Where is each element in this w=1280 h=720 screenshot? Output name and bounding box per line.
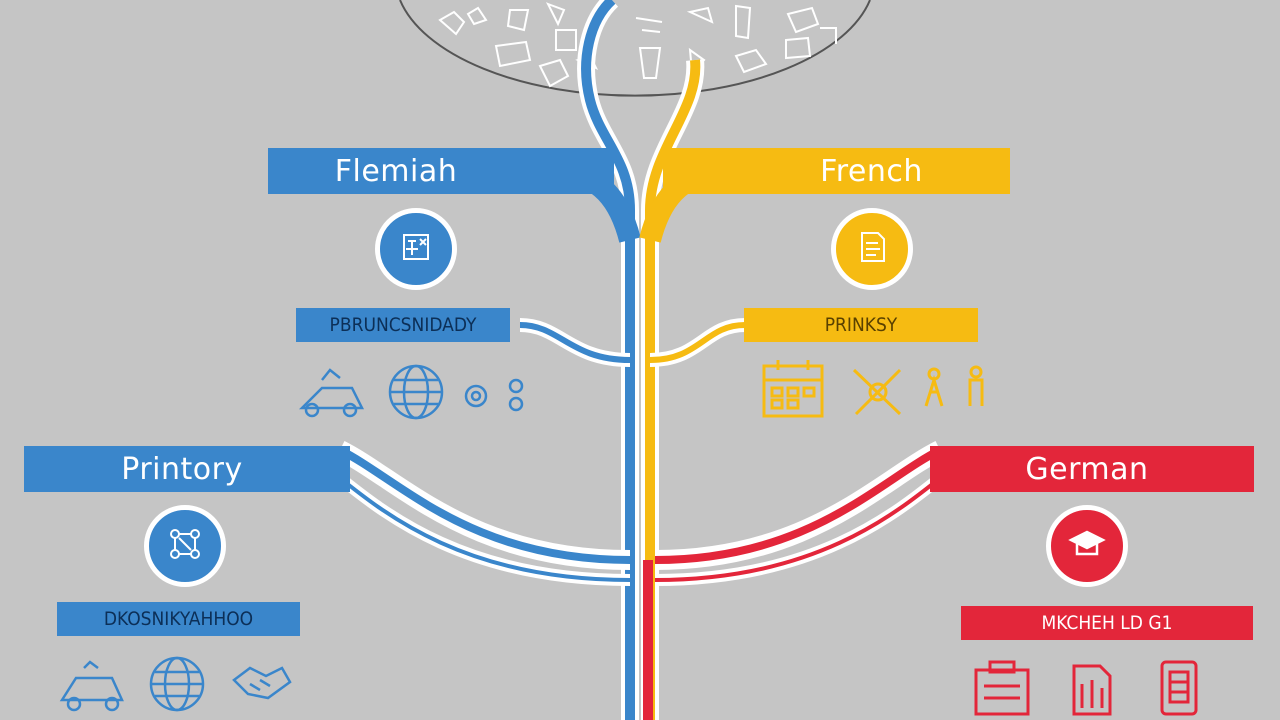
branch-label-bottom-left: Printory <box>121 451 243 487</box>
top-globe <box>399 0 871 97</box>
branch-line-bottom-left <box>326 441 631 586</box>
branch-label-top-left: Flemiah <box>334 153 458 189</box>
globe-icon <box>149 656 205 712</box>
sub-label-bottom-right: MKCHEH LD G1 <box>1041 612 1173 634</box>
handshake-icon <box>232 666 292 700</box>
vehicle-icon <box>298 368 365 418</box>
branch-banner-top-left: Flemiah <box>268 148 614 194</box>
document-icon <box>852 227 892 271</box>
document-icon <box>1072 664 1112 716</box>
vehicle-icon <box>59 660 124 712</box>
badge-top-left <box>375 208 457 290</box>
network-icon <box>163 522 207 570</box>
sub-label-bar-top-right: PRINKSY <box>744 308 978 342</box>
sub-label-top-right: PRINKSY <box>824 314 898 336</box>
mini-symbols-icon <box>464 378 524 412</box>
sub-label-bottom-left: DKOSNIKYAHHOO <box>103 608 254 630</box>
translation-icon <box>396 227 436 271</box>
bottom-right-icon-row <box>974 660 1198 716</box>
globe-icon <box>388 364 444 420</box>
branch-banner-bottom-left: Printory <box>24 446 350 492</box>
badge-top-right <box>831 208 913 290</box>
top-right-icon-row <box>762 360 984 418</box>
sub-label-bar-bottom-left: DKOSNIKYAHHOO <box>57 602 300 636</box>
sub-label-top-left: PBRUNCSNIDADY <box>329 314 477 336</box>
calendar-icon <box>762 360 824 418</box>
branch-line-bottom-right <box>654 441 954 586</box>
trunk <box>577 0 705 720</box>
doodle-icons <box>438 2 837 88</box>
branch-banner-bottom-right: German <box>930 446 1254 492</box>
sub-label-bar-bottom-right: MKCHEH LD G1 <box>961 606 1253 640</box>
sub-label-bar-top-left: PBRUNCSNIDADY <box>296 308 510 342</box>
top-left-icon-row <box>298 364 524 420</box>
graduation-cap-icon <box>1065 522 1109 570</box>
person-icon <box>968 365 984 406</box>
tablet-icon <box>1160 660 1198 716</box>
person-icon <box>924 367 944 407</box>
branch-label-bottom-right: German <box>1025 451 1149 487</box>
bottom-left-icon-row <box>59 656 292 712</box>
badge-bottom-right <box>1046 505 1128 587</box>
badge-bottom-left <box>144 505 226 587</box>
clipboard-icon <box>974 660 1030 716</box>
branch-label-top-right: French <box>820 153 923 189</box>
tools-icon <box>852 368 902 416</box>
branch-banner-top-right: French <box>663 148 1010 194</box>
